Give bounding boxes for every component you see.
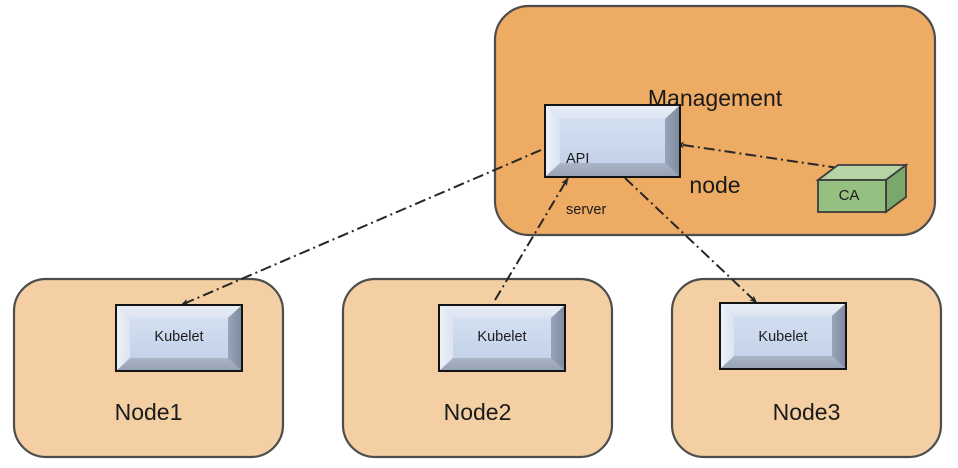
kubelet1-bevel-bottom [117, 358, 241, 370]
kubelet3-outline [719, 302, 847, 370]
api-server-bevel-bottom [546, 163, 679, 176]
kubelet2-bevel-left [440, 306, 453, 370]
kubelet2-bevel-top [440, 306, 564, 318]
kubelet1-box[interactable] [115, 304, 243, 372]
ca-cuboid[interactable] [815, 163, 909, 214]
kubelet1-bevel-left [117, 306, 130, 370]
kubelet2-outline [438, 304, 566, 372]
kubelet3-bevel-left [721, 304, 734, 368]
link-kubelet2-to-api[interactable] [494, 177, 569, 301]
kubelet2-box[interactable] [438, 304, 566, 372]
kubelet1-bevel-right [228, 306, 241, 370]
connection-lines [180, 142, 860, 306]
kubelet2-bevel-right [551, 306, 564, 370]
kubelet2-face [453, 318, 551, 358]
kubelet2-bevel-bottom [440, 358, 564, 370]
ca-front-face [817, 179, 887, 213]
kubelet3-bevel-top [721, 304, 845, 316]
api-server-face [560, 119, 665, 163]
kubelet1-outline [115, 304, 243, 372]
kubelet1-face [130, 318, 228, 358]
link-api-to-ca[interactable] [676, 142, 860, 174]
api-server-bevel-left [546, 106, 560, 176]
api-server-outline [544, 104, 681, 178]
api-server-bevel-top [546, 106, 679, 119]
link-api-to-kubelet1[interactable] [180, 149, 542, 306]
api-server-bevel-right [665, 106, 679, 176]
link-api-to-kubelet3[interactable] [624, 177, 758, 304]
kubelet3-box[interactable] [719, 302, 847, 370]
api-server-box[interactable] [544, 104, 681, 178]
kubelet1-bevel-top [117, 306, 241, 318]
kubelet3-face [734, 316, 832, 356]
kubelet3-bevel-bottom [721, 356, 845, 368]
kubelet3-bevel-right [832, 304, 845, 368]
